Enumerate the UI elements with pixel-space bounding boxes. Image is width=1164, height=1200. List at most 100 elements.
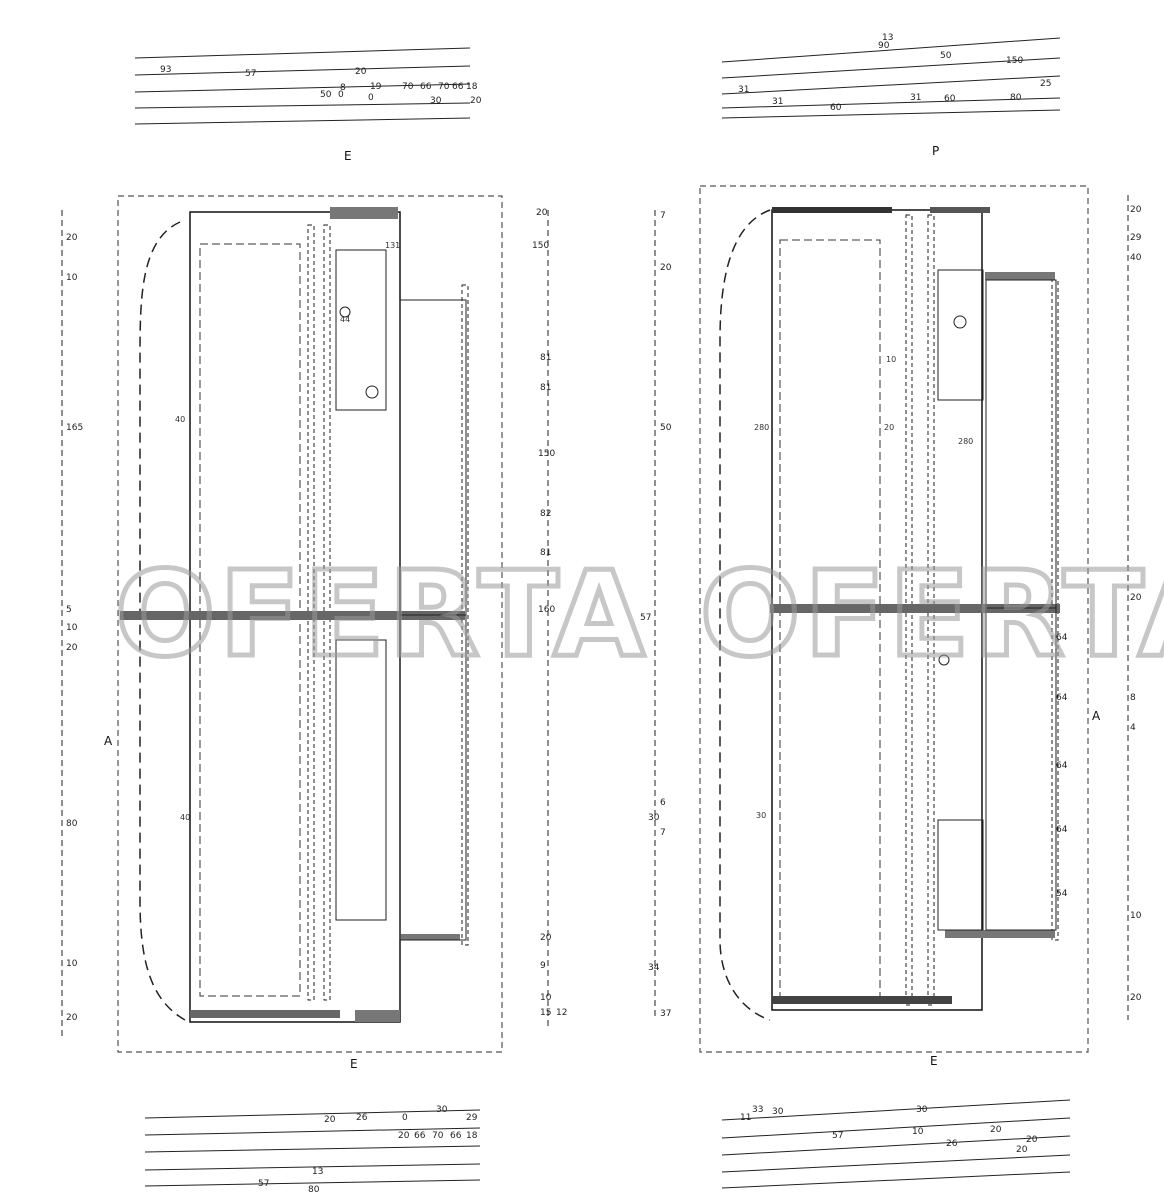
left-top-dim-5: 19 — [370, 82, 382, 92]
left-plan-right-dim-12: 15 — [540, 1008, 551, 1018]
right-top-dim-2: 50 — [940, 51, 952, 61]
left-bottom-dim-13: 80 — [308, 1185, 320, 1195]
right-plan-right-dim-1: 20 — [1130, 205, 1142, 215]
right-top-dim-9: 60 — [830, 103, 842, 113]
left-top-dim-14: 30 — [430, 96, 442, 106]
right-plan-right-dim-4: 20 — [1130, 593, 1142, 603]
left-top-dim-6: 70 — [402, 82, 414, 92]
right-room-label-3: 280 — [958, 437, 973, 446]
right-top-dim-8: 31 — [738, 85, 749, 95]
left-bottom-dim-9: 66 — [450, 1131, 462, 1141]
left-plan-right-dim-8: 160 — [538, 605, 555, 615]
right-bottom-dim-2: 30 — [772, 1107, 784, 1117]
right-plan-right-dim-2: 29 — [1130, 233, 1142, 243]
right-plan-left-dim-2: 20 — [660, 263, 672, 273]
left-top-dim-13: 0 — [368, 93, 374, 103]
left-top-dim-1: 93 — [160, 65, 171, 75]
right-plan-right-dim-3: 40 — [1130, 253, 1142, 263]
right-axis-top-marker: P — [932, 144, 939, 158]
left-side-rooms — [399, 299, 467, 941]
right-curved-edge — [719, 209, 771, 1021]
right-bottom-dim-5: 57 — [832, 1131, 843, 1141]
right-top-dim-5: 31 — [910, 93, 921, 103]
right-plan-right-dim-6: 4 — [1130, 723, 1136, 733]
right-top-dimension-chains — [721, 37, 1061, 119]
left-top-dim-10: 18 — [466, 82, 478, 92]
left-top-dim-2: 57 — [245, 69, 256, 79]
right-top-dim-4: 31 — [772, 97, 783, 107]
right-hall-area — [779, 239, 881, 1001]
right-bottom-dim-10: 20 — [1016, 1145, 1028, 1155]
right-plan-left-dim-5: 30 — [648, 813, 660, 823]
left-dim-7: 80 — [66, 819, 78, 829]
right-stair-cluster — [937, 269, 984, 931]
left-axis-side-marker: A — [104, 734, 113, 748]
right-plan-inner-dim-3: 64 — [1056, 761, 1068, 771]
left-plan-right-dim-9: 20 — [540, 933, 552, 943]
left-top-dim-11: 50 — [320, 90, 332, 100]
left-bottom-dim-5: 29 — [466, 1113, 478, 1123]
right-axis-side-marker: A — [1092, 709, 1101, 723]
left-plan-right-dim-13: 12 — [556, 1008, 567, 1018]
left-room-label-1: 40 — [175, 415, 185, 424]
right-side-rooms — [985, 279, 1057, 931]
left-bottom-dim-11: 57 — [258, 1179, 269, 1189]
right-room-label-1: 280 — [754, 423, 769, 432]
left-bottom-dim-10: 18 — [466, 1131, 478, 1141]
right-plan-left-dim-7: 6 — [660, 798, 666, 808]
right-plan-left-dim-9: 37 — [660, 1009, 671, 1019]
right-plan-right-dim-5: 8 — [1130, 693, 1136, 703]
left-top-dim-3: 20 — [355, 67, 367, 77]
left-top-dim-12: 0 — [338, 90, 344, 100]
left-plan-right-dim-3: 81 — [540, 353, 551, 363]
left-top-dim-15: 20 — [470, 96, 482, 106]
right-bottom-dimension-chains — [721, 1099, 1071, 1189]
left-bottom-dim-7: 66 — [414, 1131, 426, 1141]
left-bottom-dim-1: 20 — [324, 1115, 336, 1125]
right-room-label-5: 10 — [886, 355, 896, 364]
left-axis-top-marker: E — [344, 149, 352, 163]
left-dim-4: 5 — [66, 605, 72, 615]
left-dim-8: 10 — [66, 959, 78, 969]
left-bottom-dim-6: 20 — [398, 1131, 410, 1141]
right-top-overall-dim: 13 — [882, 33, 893, 43]
watermark-right: OFERTA — [700, 545, 1164, 683]
left-site-boundary — [117, 195, 503, 1053]
right-top-dim-1: 90 — [878, 41, 890, 51]
right-site-boundary — [699, 185, 1089, 1053]
right-bottom-dim-9: 30 — [916, 1105, 928, 1115]
right-bottom-dim-7: 20 — [990, 1125, 1002, 1135]
right-top-dim-10: 25 — [1040, 79, 1051, 89]
right-hatched-beams — [770, 207, 1060, 1004]
left-plan-right-dim-2: 150 — [532, 241, 549, 251]
left-top-dim-4: 8 — [340, 83, 346, 93]
left-plan-right-dim-7: 81 — [540, 548, 551, 558]
right-axis-bottom-marker: E — [930, 1054, 938, 1068]
left-room-label-3: 131 — [385, 241, 400, 250]
right-plan-left-dim-3: 50 — [660, 423, 672, 433]
right-room-label-2: 20 — [884, 423, 894, 432]
right-bottom-dim-3: 26 — [946, 1139, 958, 1149]
right-plan-right-dim-8: 20 — [1130, 993, 1142, 1003]
right-plan-left-dim-1: 7 — [660, 211, 666, 221]
right-plan-left-dim-8: 34 — [648, 963, 660, 973]
left-plan-right-dim-6: 82 — [540, 509, 551, 519]
left-bottom-dim-8: 70 — [432, 1131, 444, 1141]
right-top-dim-3: 150 — [1006, 56, 1023, 66]
left-plan: 93 57 20 8 19 70 66 70 66 18 50 0 0 30 2… — [61, 47, 567, 1195]
left-top-dim-9: 66 — [452, 82, 464, 92]
left-bottom-dim-4: 30 — [436, 1105, 448, 1115]
left-plan-right-dim-11: 10 — [540, 993, 552, 1003]
left-bottom-dim-3: 0 — [402, 1113, 408, 1123]
right-top-dim-7: 80 — [1010, 93, 1022, 103]
right-plan-left-dim-4: 57 — [640, 613, 651, 623]
right-bottom-dim-1: 33 — [752, 1105, 763, 1115]
right-plan-inner-dim-1: 64 — [1056, 633, 1068, 643]
left-plan-right-dim-10: 9 — [540, 961, 546, 971]
left-plan-right-dim-1: 20 — [536, 208, 548, 218]
right-bottom-dim-4: 20 — [1026, 1135, 1038, 1145]
left-dim-6: 20 — [66, 643, 78, 653]
right-top-dim-6: 60 — [944, 94, 956, 104]
left-top-dimension-chains — [134, 47, 471, 125]
